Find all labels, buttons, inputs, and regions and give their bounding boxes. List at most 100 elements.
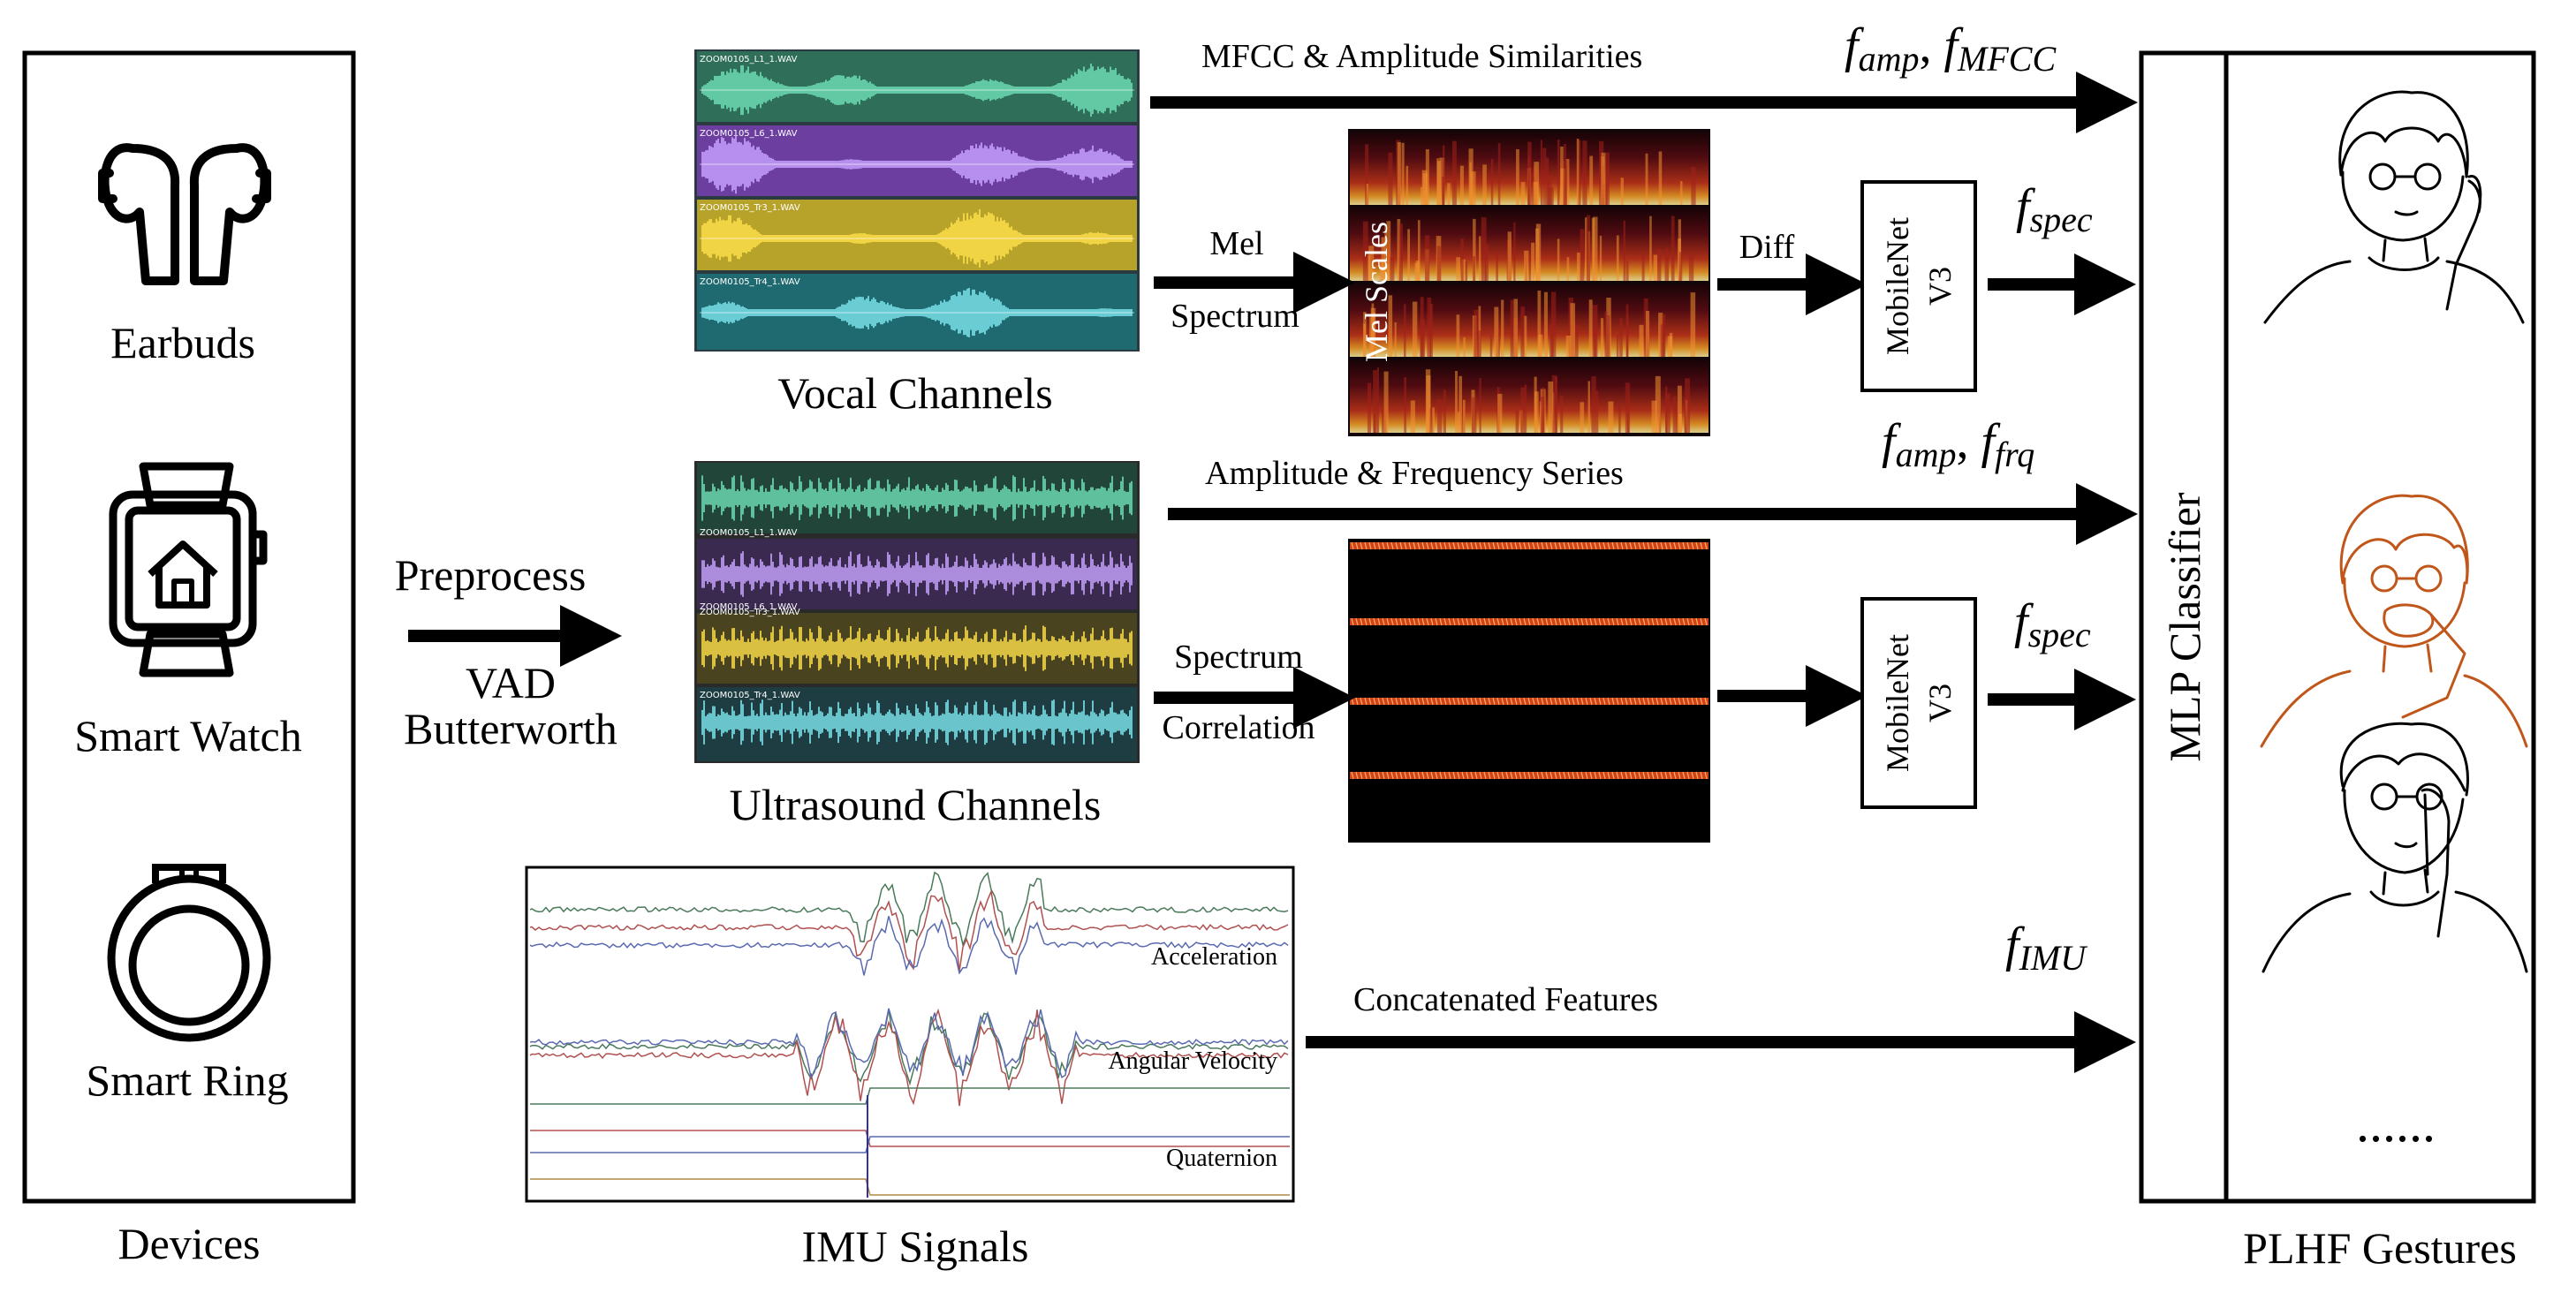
mel-streak (1651, 400, 1657, 433)
mel-streak (1618, 404, 1621, 433)
mel-streak (1477, 330, 1481, 357)
mel-streak (1397, 218, 1401, 281)
mel-streak (1458, 412, 1460, 433)
mel-streak (1520, 306, 1525, 357)
mel-streak (1482, 164, 1487, 205)
mel-streak (1429, 304, 1433, 357)
edge-label-correlation: Correlation (1162, 709, 1315, 746)
mel-streak (1403, 304, 1406, 357)
ultrasound-waveform-1 (701, 475, 1133, 521)
feature-amp-frq: famp, ffrq (1882, 414, 2034, 474)
ultrasound-label: Ultrasound Channels (730, 780, 1102, 829)
mel-streak (1667, 336, 1673, 357)
mel-streak (1542, 387, 1545, 433)
mel-streak (1625, 315, 1629, 357)
imu-gyro-trace-2 (529, 1008, 1289, 1107)
mel-streak (1384, 223, 1387, 281)
mel-streak (1685, 378, 1691, 433)
mel-spectrogram: Mel Scales (1348, 129, 1710, 436)
mel-streak (1531, 172, 1535, 205)
mobilenet-vocal-line1: MobileNet (1880, 217, 1915, 355)
mel-streak (1442, 177, 1445, 205)
mel-streak (1376, 367, 1379, 433)
mel-streak (1479, 377, 1481, 433)
mel-streak (1528, 258, 1531, 281)
mel-streak (1401, 142, 1405, 205)
mel-streak (1551, 374, 1557, 433)
mel-streak (1688, 254, 1694, 281)
mel-streak (1595, 390, 1599, 433)
gestures-box (2139, 50, 2536, 1204)
mel-streak (1594, 329, 1597, 357)
imu-gyro-trace-3 (529, 1008, 1289, 1079)
earbuds-icon (98, 143, 271, 285)
mel-streak (1616, 235, 1619, 281)
mel-streak (1463, 336, 1466, 357)
ultrasound-waveform-3 (701, 625, 1133, 671)
ultrasound-track-4-name: ZOOM0105_Tr4_1.WAV (700, 691, 800, 700)
mel-streak (1616, 334, 1619, 357)
ultrasound-track-4: ZOOM0105_Tr4_1.WAV (697, 687, 1137, 761)
mel-streak (1534, 391, 1539, 433)
mel-streak (1469, 162, 1472, 205)
mel-streak (1679, 181, 1683, 205)
feature-labels: famp, fMFCC fspec famp, ffrq fspec fIMU (1845, 19, 2093, 978)
ultrasound-track-1: ZOOM0105_L1_1.WAV (697, 463, 1137, 538)
mel-streak (1443, 389, 1446, 433)
mel-streak (1625, 261, 1629, 281)
ultrasound-track-3-name: ZOOM0105_Tr3_1.WAV (700, 608, 800, 617)
mel-streak (1369, 317, 1373, 357)
mel-streak (1513, 222, 1516, 281)
mel-streak (1563, 160, 1568, 205)
vocal-track-1: ZOOM0105_L1_1.WAV (697, 51, 1137, 122)
vocal-track-2: ZOOM0105_L6_1.WAV (697, 125, 1137, 196)
mel-streak (1407, 229, 1411, 281)
mel-streak (1657, 248, 1662, 281)
mel-streak (1412, 301, 1418, 357)
mel-streak (1678, 219, 1681, 281)
mel-streak (1531, 242, 1535, 281)
mel-streak (1515, 410, 1519, 433)
mel-streak (1645, 310, 1650, 357)
mel-streak (1665, 393, 1671, 433)
edge-label-mel: Mel (1209, 225, 1263, 262)
mel-streak (1424, 235, 1430, 281)
mel-streak (1592, 216, 1598, 281)
mel-streak (1662, 314, 1666, 357)
mel-streak (1373, 413, 1376, 433)
mel-streak (1572, 323, 1579, 357)
mel-streak (1557, 238, 1560, 281)
mel-streak (1388, 295, 1393, 357)
gesture-figure-eye (2262, 722, 2528, 973)
mel-streak (1580, 229, 1585, 281)
mel-streak (1404, 377, 1407, 433)
edge-label-mfcc: MFCC & Amplitude Similarities (1201, 38, 1642, 75)
mel-streak (1548, 381, 1554, 433)
mel-streak (1520, 387, 1525, 433)
mel-streak (1398, 223, 1403, 281)
feature-amp-mfcc: famp, fMFCC (1845, 19, 2057, 79)
mel-streak (1543, 291, 1549, 357)
ultrasound-track-3: ZOOM0105_Tr3_1.WAV (697, 608, 1137, 684)
feature-imu: fIMU (2005, 918, 2088, 978)
preprocess-vad: VAD (466, 658, 556, 707)
mel-streak (1427, 297, 1432, 357)
preprocess-block: Preprocess VAD Butterworth (395, 550, 622, 753)
correlation-band-texture-1 (1351, 541, 1708, 550)
mel-streak (1362, 221, 1368, 281)
mel-streak (1474, 309, 1479, 357)
mel-streak (1565, 335, 1572, 357)
mel-streak (1368, 246, 1375, 281)
mel-streak (1524, 384, 1527, 433)
imu-panel-quaternion: Quaternion (1166, 1145, 1277, 1172)
mel-streak (1690, 292, 1696, 357)
imu-panel-acceleration: Acceleration (1151, 943, 1277, 971)
mel-streak (1671, 216, 1675, 281)
mel-streak (1456, 257, 1460, 281)
mel-streak (1363, 323, 1366, 357)
imu-label: IMU Signals (802, 1221, 1029, 1271)
mel-streak (1664, 247, 1670, 281)
mel-streak (1442, 145, 1445, 205)
ultrasound-waveform-4 (701, 699, 1133, 745)
